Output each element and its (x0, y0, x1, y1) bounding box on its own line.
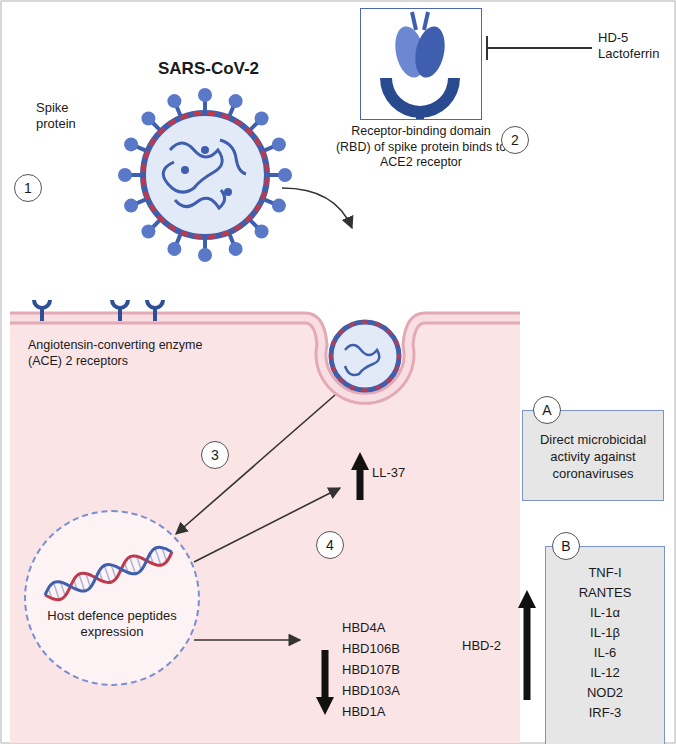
peptide-label: LL-37 (372, 465, 432, 481)
expression-arrow (194, 639, 300, 641)
endocytosed-virus (330, 321, 401, 392)
node-text: IL-1α (590, 603, 620, 623)
node-text: Host defence peptides expression (47, 608, 177, 641)
callout-text: A (542, 401, 551, 419)
node-text: IL-6 (594, 643, 616, 663)
node-text: Direct microbicidal activity against cor… (531, 432, 655, 483)
part-label: Spike protein (36, 100, 98, 133)
callout-number: 4 (316, 531, 344, 559)
nucleus-fill (25, 511, 199, 685)
node-text: IL-1β (590, 623, 620, 643)
ace2-receptors (32, 300, 165, 321)
rbd-illustration (380, 12, 460, 120)
peptide-label: HBD4A (342, 620, 422, 636)
up-arrow (351, 452, 369, 500)
dna-helix (45, 547, 172, 599)
callout-text: 3 (211, 447, 219, 463)
signal-arrow (176, 395, 335, 534)
peptide-label: HBD103A (342, 683, 422, 699)
cytoplasm (10, 318, 520, 743)
mechanism-box: Direct microbicidal activity against cor… (522, 410, 664, 501)
peptide-label: HBD-2 (462, 638, 516, 654)
callout-text: 1 (24, 180, 32, 196)
rbd-box: Receptor-binding domain (RBD) of spike p… (360, 8, 482, 120)
callout-text: 4 (326, 537, 334, 553)
panel-letter: B (552, 532, 580, 560)
inhibition-line (487, 36, 592, 60)
virus-name: SARS-CoV-2 (158, 58, 298, 79)
peptide-label: HBD1A (342, 704, 422, 720)
peptide-label: HBD107B (342, 662, 422, 678)
callout-number: 3 (201, 441, 229, 469)
nucleus: Host defence peptides expression (24, 510, 200, 686)
callout-number: 1 (14, 174, 42, 202)
virus-particle (118, 88, 292, 262)
part-label: Angiotensin-converting enzyme (ACE) 2 re… (28, 338, 206, 369)
callout-number: 2 (501, 126, 529, 154)
peptide-label: HBD106B (342, 641, 422, 657)
cell-membrane (10, 318, 520, 398)
mechanism-box: TNF-IRANTESIL-1αIL-1βIL-6IL-12NOD2IRF-3B (545, 546, 665, 744)
cell-membrane-inner (10, 318, 520, 398)
node-text: NOD2 (587, 683, 623, 703)
node-text: TNF-I (588, 563, 621, 583)
entry-arrow (282, 188, 352, 228)
agent-label: HD-5 Lactoferrin (598, 30, 672, 63)
node-text: Receptor-binding domain (RBD) of spike p… (335, 124, 507, 171)
panel-letter: A (533, 396, 561, 424)
callout-text: 2 (511, 132, 519, 148)
down-arrow (316, 650, 334, 715)
up-arrow (518, 590, 536, 700)
callout-text: B (561, 536, 570, 556)
node-text: IL-12 (590, 663, 620, 683)
node-text: IRF-3 (589, 703, 622, 723)
node-text: RANTES (579, 583, 632, 603)
